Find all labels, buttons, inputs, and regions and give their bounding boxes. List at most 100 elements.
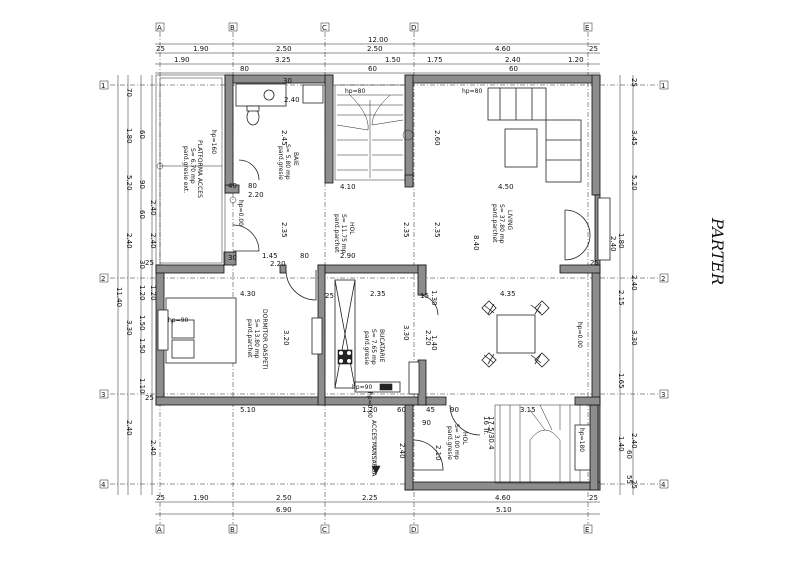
window-dormitor (157, 309, 169, 351)
room-label-baie: BAIE S= 5.80 mp pard.gresie (277, 144, 299, 180)
axis-col-c-top: C (322, 24, 327, 32)
dining-table (496, 314, 536, 354)
dim-right-10: 1.65 (617, 373, 625, 389)
dim-dorm-2: 3.20 (282, 330, 290, 346)
dim-right-1: 25 (630, 78, 638, 87)
dim-left-18: 2.40 (149, 440, 157, 456)
dim-top-1: 25 (156, 45, 165, 53)
dim-top-13: 80 (240, 65, 249, 73)
dim-misc-5: 25 (325, 292, 334, 300)
dim-left-12: 1.50 (138, 315, 146, 331)
axis-col-d-top: D (411, 24, 416, 32)
svg-text:LIVING: LIVING (506, 210, 513, 230)
dim-living-1: 2.60 (433, 130, 441, 146)
svg-text:S= 13.80 mp: S= 13.80 mp (253, 319, 260, 359)
axis-row-2-left: 2 (101, 275, 105, 283)
svg-text:pard.gresie: pard.gresie (277, 146, 284, 180)
dim-misc-3: 40 (228, 182, 237, 190)
svg-text:S= 11.75 mp: S= 11.75 mp (340, 214, 347, 254)
dim-misc-7: 25 (145, 394, 154, 402)
dim-dorm-1: 4.30 (240, 290, 256, 298)
dim-buc-5: 1.20 (362, 406, 378, 414)
svg-text:S= 37.80 mp: S= 37.80 mp (498, 204, 505, 244)
dims-top: 12.00 25 1.90 2.50 2.50 4.60 25 1.90 3.2… (155, 36, 600, 74)
dim-top-5: 4.60 (495, 45, 511, 53)
dim-misc-2: 2.20 (270, 260, 286, 268)
room-labels: PLATFORMA ACCES S= 6.70 mp pard.gresie e… (182, 140, 513, 477)
coffee-table (504, 128, 538, 168)
bed (165, 297, 237, 364)
hp-hol: hp=0.00 (237, 200, 244, 226)
chair-3 (483, 353, 495, 365)
door-kitchen (417, 294, 439, 316)
shower-tray (302, 84, 324, 104)
dim-living-4: 8.40 (472, 235, 480, 251)
dim-misc-6: 25 (145, 259, 154, 267)
column-axes-bottom: A B C D E (155, 524, 593, 534)
svg-text:S= 6.70 mp: S= 6.70 mp (189, 148, 196, 184)
svg-text:DORMITOR OASPETI: DORMITOR OASPETI (261, 309, 268, 370)
sofa-right (545, 119, 582, 183)
kitchen-fixtures (311, 279, 420, 395)
chair-1 (483, 303, 495, 315)
dim-top-3: 2.50 (276, 45, 292, 53)
svg-text:HOL: HOL (348, 222, 355, 235)
sink-icon (263, 89, 275, 101)
dims-bottom: 25 1.90 2.50 2.25 4.60 25 6.90 5.10 (155, 494, 600, 515)
door-swing-living (564, 209, 591, 236)
dim-dorm-3: 5.10 (240, 406, 256, 414)
living-furniture (487, 87, 611, 261)
access-platform (155, 74, 237, 266)
axis-col-b-bottom: B (230, 526, 235, 534)
inner-dimensions: 2.40 2.45 30 4.10 2.35 2.35 1.45 80 2.90… (145, 77, 599, 461)
dim-buc-4: 1.40 (430, 335, 438, 351)
dim-right-4: 2.40 (630, 275, 638, 291)
dim-misc-1: 80 (248, 182, 257, 190)
dim-left-14: 1.10 (138, 378, 146, 394)
dim-top-10: 1.75 (427, 56, 443, 64)
hp-stairs-bottom: hp=180 (578, 428, 585, 452)
dim-right-3: 5.20 (630, 175, 638, 191)
door-hol (412, 439, 444, 471)
dim-misc-9: 15 (420, 292, 429, 300)
dim-left-1: 70 (125, 88, 133, 97)
dim-hol2-1: 3.15 (520, 406, 536, 414)
svg-text:pard.gresie ext.: pard.gresie ext. (182, 146, 189, 193)
guest-bed (157, 297, 237, 364)
room-label-hol: HOL S= 11.75 mp pard.parchet (333, 214, 355, 254)
row-axes-right: 1 2 3 4 (659, 80, 669, 489)
dim-living-2: 4.50 (498, 183, 514, 191)
hp-dormitor-window: hp=90 (168, 317, 188, 324)
dim-buc-2: 3.30 (402, 325, 410, 341)
svg-text:HOL: HOL (461, 432, 468, 445)
dim-right-9: 2.15 (617, 290, 625, 306)
dim-left-3: 5.20 (125, 175, 133, 191)
row-axes-left: 1 2 3 4 (99, 80, 109, 489)
dim-left-16: 2.40 (149, 233, 157, 249)
height-labels: hp=160 hp=80 hp=80 hp=0.00 hp=90 hp=0.00… (168, 88, 585, 452)
hp-platforma: hp=160 (210, 130, 217, 154)
dim-left-4: 2.40 (125, 233, 133, 249)
svg-text:S= 3.00 mp: S= 3.00 mp (453, 424, 460, 460)
room-label-hol-2: HOL S= 3.00 mp pard.gresie (446, 424, 468, 460)
axis-col-d-bottom: D (411, 526, 416, 534)
window-seat (597, 197, 611, 261)
axis-row-3-right: 3 (661, 391, 665, 399)
axis-col-e-top: E (585, 24, 589, 32)
axis-col-a-bottom: A (157, 526, 162, 534)
toilet-icon (246, 108, 260, 126)
dim-right-5: 3.30 (630, 330, 638, 346)
dim-hol-4: 1.45 (262, 252, 278, 260)
dim-left-13: 1.50 (138, 338, 146, 354)
staircase-top (334, 84, 414, 181)
dim-hol2-5: 16 Tr. (482, 416, 490, 435)
dim-left-8: 90 (138, 180, 146, 189)
dim-top-7: 1.90 (174, 56, 190, 64)
door-platforma (232, 224, 260, 252)
axis-row-3-left: 3 (101, 391, 105, 399)
window-kitchen (311, 317, 323, 355)
bathroom-fixtures (235, 83, 324, 126)
axis-row-4-right: 4 (661, 481, 666, 489)
